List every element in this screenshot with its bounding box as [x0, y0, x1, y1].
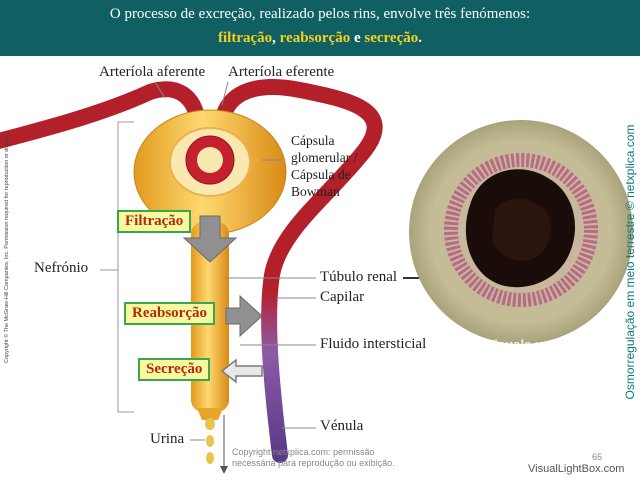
afferent-leader	[154, 81, 166, 99]
term-end: .	[418, 30, 422, 46]
tubule-outlet	[197, 408, 223, 420]
label-renal-tubule: Túbulo renal	[320, 269, 398, 285]
label-capsule-line4: Bowman	[291, 184, 340, 199]
label-nephron: Nefrónio	[34, 260, 89, 276]
slide-number: 65	[592, 452, 603, 462]
term-filtration: filtração	[218, 30, 273, 46]
urine-drop-1	[205, 418, 215, 430]
box-secretion: Secreção	[138, 358, 211, 381]
title-intro: O processo de excreção, realizado pelos …	[109, 6, 531, 22]
glomerulus-highlight	[197, 147, 223, 173]
micrograph-pink-ring	[444, 153, 598, 307]
title-bar: O processo de excreção, realizado pelos …	[0, 0, 640, 56]
bottom-copyright: Copyright netxplica.com: permissão neces…	[232, 447, 395, 469]
visuallightbox-watermark: VisualLightBox.com	[528, 463, 625, 475]
side-site-caption: Osmorregulação em meio terrestre © netxp…	[623, 124, 637, 400]
label-capsule-line1: Cápsula	[291, 133, 335, 148]
filtration-arrow-icon	[182, 215, 238, 263]
bottom-copyright-line1: Copyright netxplica.com: permissão	[232, 447, 375, 457]
micrograph-watermark: Visuals unlimi	[486, 337, 574, 352]
secretion-arrow-icon	[220, 358, 263, 384]
efferent-capillary	[214, 79, 383, 463]
label-capsule: Cápsula glomerular / Cápsula de Bowman	[291, 132, 357, 200]
box-reabsorption: Reabsorção	[124, 302, 215, 325]
efferent-leader	[221, 81, 229, 106]
label-afferent-arteriole: Arteríola aferente	[99, 64, 206, 80]
label-capsule-line3: Cápsula de	[291, 167, 351, 182]
box-filtration: Filtração	[117, 210, 192, 233]
urine-flow-arrow-head	[220, 466, 228, 474]
term-secretion: secreção	[364, 30, 419, 46]
reabsorption-arrow-icon	[225, 294, 263, 338]
afferent-arteriole	[0, 81, 206, 149]
left-copyright: Copyright © The McGraw-Hill Companies, I…	[4, 133, 10, 363]
label-interstitial-fluid: Fluido intersticial	[320, 336, 427, 352]
micrograph-lumen-inner	[492, 198, 552, 261]
term-separator-2: e	[350, 30, 365, 46]
label-capsule-line2: glomerular /	[291, 150, 358, 165]
title-terms: filtração, reabsorção e secreção.	[0, 30, 640, 47]
term-separator-1: ,	[272, 30, 280, 46]
label-urine: Urina	[150, 431, 185, 447]
label-capillary: Capilar	[320, 289, 365, 305]
label-efferent-arteriole: Arteríola eferente	[228, 64, 335, 80]
urine-drop-2	[206, 435, 214, 447]
urine-drop-3	[206, 452, 214, 464]
term-reabsorption: reabsorção	[279, 30, 351, 46]
bottom-copyright-line2: necessária para reprodução ou exibição.	[232, 458, 395, 468]
label-venule: Vénula	[320, 418, 364, 434]
nephron-bracket	[117, 121, 134, 413]
